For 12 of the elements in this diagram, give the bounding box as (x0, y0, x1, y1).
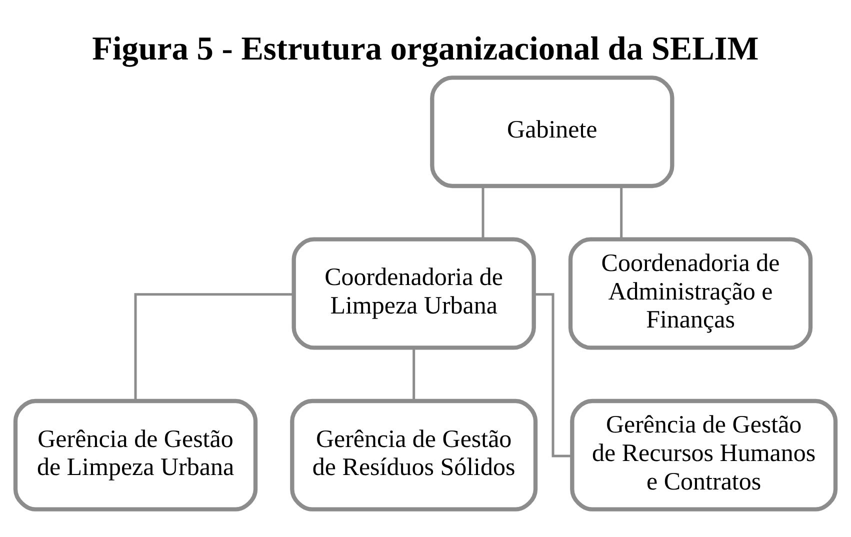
node-box: Coordenadoria de Limpeza Urbana (292, 237, 536, 350)
diagram-title: Figura 5 - Estrutura organizacional da SELIM (92, 30, 759, 68)
connector (412, 348, 416, 401)
node-box: Gerência de Gestão de Limpeza Urbana (13, 398, 258, 512)
node-box: Gerência de Gestão de Resíduos Sólidos (290, 398, 538, 512)
connector (134, 293, 294, 401)
node-box: Gerência de Gestão de Recursos Humanos e Contratos (570, 398, 838, 512)
connector (482, 186, 484, 240)
node-box: Gabinete (430, 76, 674, 188)
connector (534, 293, 572, 458)
connector (620, 186, 623, 240)
node-box: Coordenadoria de Administração e Finanças (568, 237, 813, 350)
